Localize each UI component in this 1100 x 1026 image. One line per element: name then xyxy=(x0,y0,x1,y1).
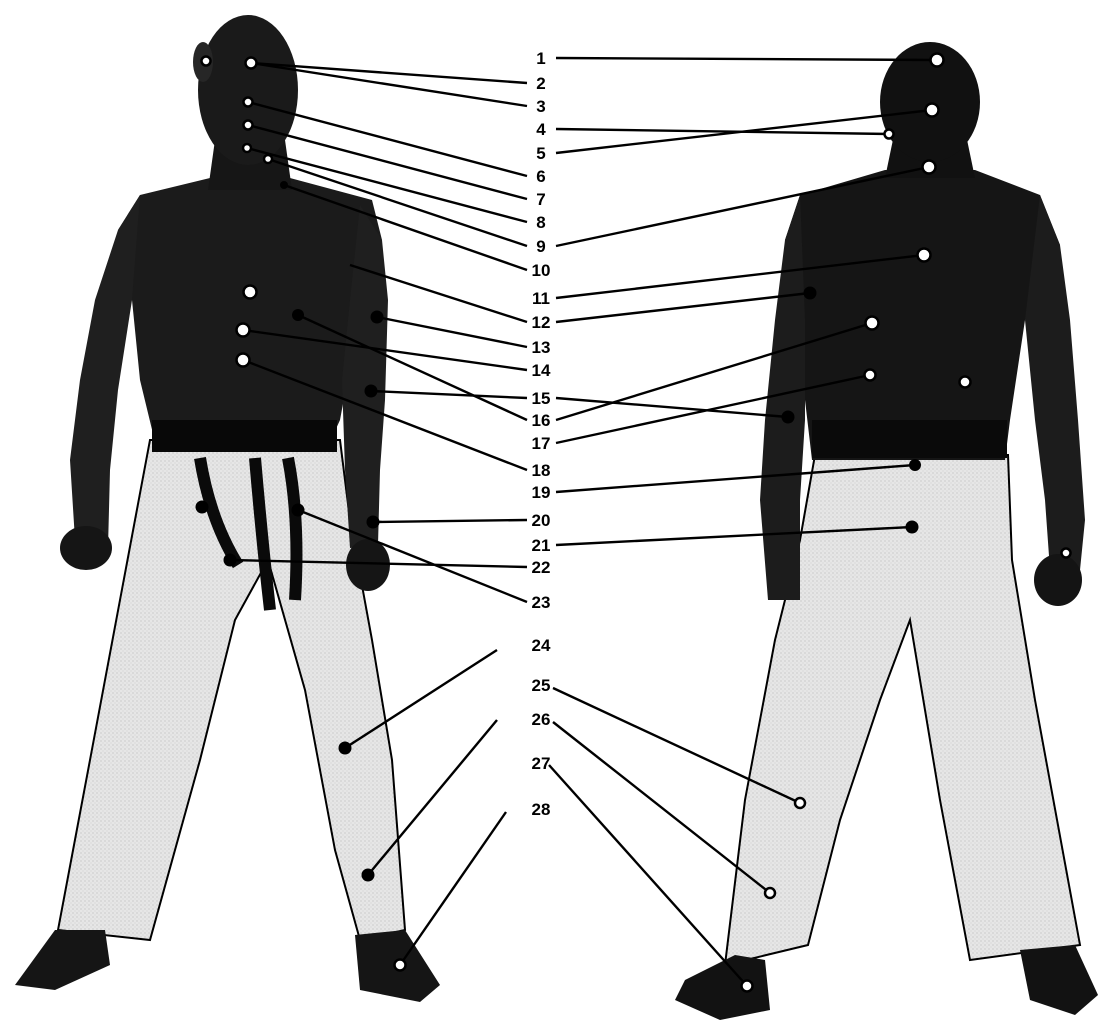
point-marker xyxy=(926,104,939,117)
label-12: 12 xyxy=(532,313,551,332)
point-marker xyxy=(865,370,876,381)
label-3: 3 xyxy=(536,97,545,116)
point-marker xyxy=(202,57,211,66)
point-marker xyxy=(866,317,879,330)
point-marker xyxy=(196,501,209,514)
label-8: 8 xyxy=(536,213,545,232)
point-marker xyxy=(246,58,257,69)
leader-20 xyxy=(373,520,527,522)
point-marker xyxy=(1062,549,1071,558)
point-marker xyxy=(292,309,304,321)
leader-28 xyxy=(400,812,506,965)
point-marker xyxy=(292,504,305,517)
label-5: 5 xyxy=(536,144,545,163)
back-right-arm xyxy=(1025,195,1085,570)
point-marker xyxy=(765,888,775,898)
point-marker xyxy=(918,249,931,262)
back-torso xyxy=(785,170,1060,460)
back-left-foot xyxy=(675,955,770,1020)
label-25: 25 xyxy=(532,676,551,695)
point-marker xyxy=(909,459,921,471)
front-right-fist xyxy=(346,539,390,591)
label-14: 14 xyxy=(532,361,551,380)
number-labels: 1 2 3 4 5 6 7 8 9 10 11 12 13 14 15 16 1… xyxy=(532,49,551,819)
leader-5 xyxy=(556,110,932,153)
back-waistband xyxy=(812,420,1007,458)
point-marker xyxy=(339,742,352,755)
label-9: 9 xyxy=(536,237,545,256)
leader-6 xyxy=(248,102,527,176)
point-marker xyxy=(237,324,250,337)
label-1: 1 xyxy=(536,49,545,68)
leader-13 xyxy=(377,317,527,347)
label-10: 10 xyxy=(532,261,551,280)
front-head xyxy=(198,15,298,165)
label-27: 27 xyxy=(532,754,551,773)
back-right-foot xyxy=(1020,945,1098,1015)
label-4: 4 xyxy=(536,120,546,139)
front-figure xyxy=(15,15,440,1002)
front-belt xyxy=(152,420,337,452)
label-15: 15 xyxy=(532,389,551,408)
point-marker xyxy=(923,161,936,174)
label-20: 20 xyxy=(532,511,551,530)
label-23: 23 xyxy=(532,593,551,612)
leader-1 xyxy=(556,58,937,60)
back-figure xyxy=(675,42,1098,1020)
point-marker xyxy=(237,354,250,367)
leader-12b xyxy=(556,293,810,322)
point-marker xyxy=(244,121,253,130)
point-marker xyxy=(804,287,817,300)
leader-15a xyxy=(371,391,527,398)
point-marker xyxy=(742,981,753,992)
point-marker xyxy=(795,798,805,808)
point-marker xyxy=(362,869,375,882)
label-26: 26 xyxy=(532,710,551,729)
label-16: 16 xyxy=(532,411,551,430)
point-marker xyxy=(371,311,384,324)
label-17: 17 xyxy=(532,434,551,453)
label-24: 24 xyxy=(532,636,551,655)
label-18: 18 xyxy=(532,461,551,480)
label-22: 22 xyxy=(532,558,551,577)
point-marker xyxy=(367,516,380,529)
label-19: 19 xyxy=(532,483,551,502)
point-marker xyxy=(224,554,237,567)
point-marker xyxy=(244,286,257,299)
label-6: 6 xyxy=(536,167,545,186)
point-marker xyxy=(264,155,272,163)
label-7: 7 xyxy=(536,190,545,209)
point-marker xyxy=(782,411,795,424)
point-marker xyxy=(280,181,288,189)
point-marker xyxy=(885,130,894,139)
point-marker xyxy=(243,144,251,152)
front-left-foot xyxy=(15,930,110,990)
point-marker xyxy=(365,385,378,398)
point-marker xyxy=(906,521,919,534)
front-torso xyxy=(118,178,382,442)
label-21: 21 xyxy=(532,536,551,555)
point-marker xyxy=(395,960,406,971)
point-marker xyxy=(931,54,944,67)
front-left-fist xyxy=(60,526,112,570)
back-right-fist xyxy=(1034,554,1082,606)
point-marker xyxy=(960,377,971,388)
label-13: 13 xyxy=(532,338,551,357)
label-28: 28 xyxy=(532,800,551,819)
label-2: 2 xyxy=(536,74,545,93)
label-11: 11 xyxy=(532,289,550,308)
front-left-arm xyxy=(70,195,140,548)
point-marker xyxy=(244,98,253,107)
